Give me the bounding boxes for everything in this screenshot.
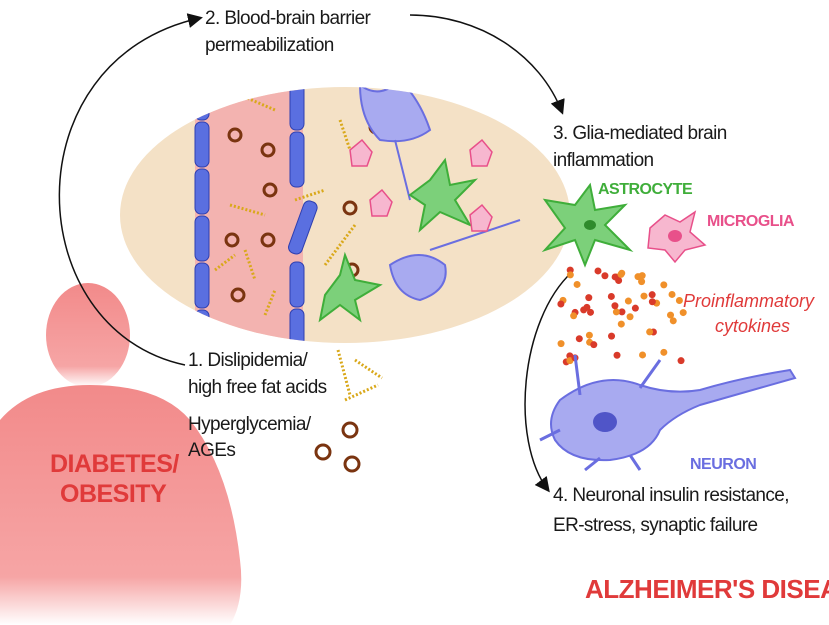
cytokine-dot bbox=[617, 320, 625, 328]
step4-label-2: ER-stress, synaptic failure bbox=[553, 515, 758, 536]
cytokine-dot bbox=[648, 291, 656, 299]
cytokine-dot bbox=[677, 357, 685, 365]
cytokine-dot bbox=[575, 335, 583, 343]
bbb-ellipse bbox=[120, 87, 570, 343]
condition-label-2: OBESITY bbox=[60, 480, 167, 508]
step2-label-1: 2. Blood-brain barrier bbox=[205, 8, 372, 29]
arrow-step3-to-step4 bbox=[524, 271, 573, 493]
cytokine-dot bbox=[611, 302, 619, 310]
cytokine-dot bbox=[557, 300, 565, 308]
cytokine-dot bbox=[624, 297, 632, 305]
cytokine-dot bbox=[585, 294, 593, 302]
astrocyte-cell-tissue bbox=[318, 157, 479, 323]
microglia-cell-tissue bbox=[349, 138, 493, 232]
cytokine-dot bbox=[583, 303, 591, 311]
cytokine-dot bbox=[607, 292, 615, 300]
cytokines-label-2: cytokines bbox=[715, 316, 790, 336]
cytokine-dot bbox=[594, 267, 602, 275]
arrow-step2-to-step3 bbox=[409, 14, 565, 115]
outcome-label: ALZHEIMER'S DISEASE bbox=[585, 574, 829, 604]
step1-label-1: 1. Dislipidemia/ bbox=[188, 350, 309, 371]
obesity-silhouette bbox=[0, 283, 242, 625]
arrow-step1-to-step2 bbox=[58, 13, 203, 366]
step1-label-2: high free fat acids bbox=[188, 377, 327, 398]
cytokine-dot bbox=[668, 290, 676, 298]
cytokine-dot bbox=[618, 308, 626, 316]
condition-label-1: DIABETES/ bbox=[50, 450, 179, 478]
cytokines-label-1: Proinflammatory bbox=[683, 291, 815, 311]
neuron-cell-tissue bbox=[358, 87, 521, 302]
age-legend bbox=[314, 421, 361, 473]
cytokine-dot bbox=[601, 272, 609, 280]
cytokine-dot bbox=[626, 313, 634, 321]
step1-label-3: Hyperglycemia/ bbox=[188, 414, 312, 435]
cytokine-dot bbox=[675, 296, 683, 304]
cytokine-dot bbox=[631, 304, 639, 312]
cytokine-dot bbox=[646, 328, 654, 336]
cytokine-dot bbox=[660, 348, 668, 356]
cytokine-dot bbox=[639, 351, 647, 359]
cytokine-dot bbox=[640, 292, 648, 300]
neuron-cell bbox=[539, 354, 797, 472]
cytokine-dot bbox=[634, 273, 642, 281]
cytokine-dot bbox=[638, 278, 646, 286]
blood-vessel bbox=[195, 87, 303, 343]
cytokine-dot bbox=[573, 280, 581, 288]
cytokine-dot bbox=[648, 298, 656, 306]
cytokine-dot bbox=[679, 309, 687, 317]
cytokine-dot bbox=[557, 340, 565, 348]
cytokine-dot bbox=[570, 312, 578, 320]
cytokine-dot bbox=[585, 331, 593, 339]
neuron-label: NEURON bbox=[690, 456, 756, 473]
cytokine-dot bbox=[615, 277, 623, 285]
cytokine-dot bbox=[566, 271, 574, 279]
cytokine-dot bbox=[669, 317, 677, 325]
cytokine-dot bbox=[660, 281, 668, 289]
astrocyte-label: ASTROCYTE bbox=[598, 181, 693, 198]
cytokine-dot bbox=[608, 332, 616, 340]
step1-label-4: AGEs bbox=[188, 440, 235, 461]
cytokine-dots bbox=[557, 266, 687, 366]
step3-label-1: 3. Glia-mediated brain bbox=[553, 123, 727, 144]
fatty-acid-molecules bbox=[214, 93, 357, 316]
cytokine-dot bbox=[617, 270, 625, 278]
step4-label-1: 4. Neuronal insulin resistance, bbox=[553, 485, 789, 506]
cytokine-dot bbox=[612, 308, 620, 316]
cytokine-dot bbox=[590, 341, 598, 349]
cytokine-dot bbox=[613, 351, 621, 359]
fatty-acid-legend bbox=[336, 349, 383, 402]
step2-label-2: permeabilization bbox=[205, 35, 334, 56]
microglia-label: MICROGLIA bbox=[707, 213, 795, 230]
cytokine-dot bbox=[667, 311, 675, 319]
step3-label-2: inflammation bbox=[553, 150, 654, 171]
cytokine-dot bbox=[586, 308, 594, 316]
vessel-wall-right bbox=[288, 87, 318, 343]
